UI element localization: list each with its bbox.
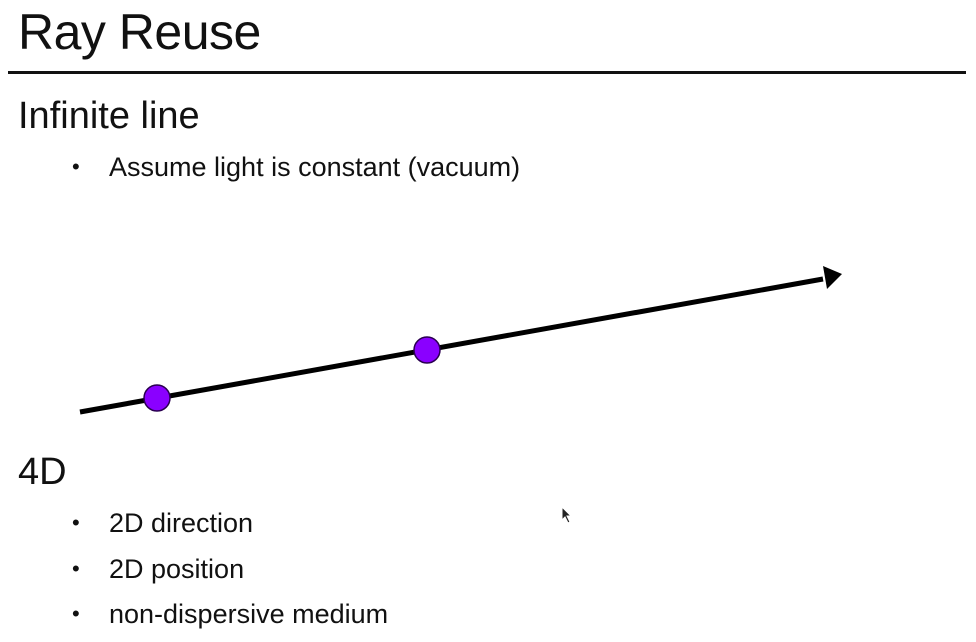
bullet-dot: • — [72, 555, 80, 581]
bullet-text: non-dispersive medium — [109, 599, 389, 629]
bullet-dot: • — [72, 510, 80, 535]
sample-point — [143, 384, 171, 412]
bullet-dot: • — [72, 601, 80, 626]
bullet-text: 2D position — [109, 553, 245, 584]
bullet-text: 2D direction — [109, 508, 254, 538]
section-heading-infinite-line: Infinite line — [18, 95, 200, 137]
title-underline — [8, 71, 966, 74]
sample-point — [413, 336, 441, 364]
mouse-pointer-icon — [561, 506, 573, 524]
ray-line — [79, 276, 824, 415]
slide-title: Ray Reuse — [18, 4, 261, 60]
bullet-text: Assume light is constant (vacuum) — [109, 152, 521, 182]
arrowhead — [823, 266, 842, 289]
section-heading-4d: 4D — [18, 451, 67, 493]
bullet-dot: • — [72, 154, 80, 179]
